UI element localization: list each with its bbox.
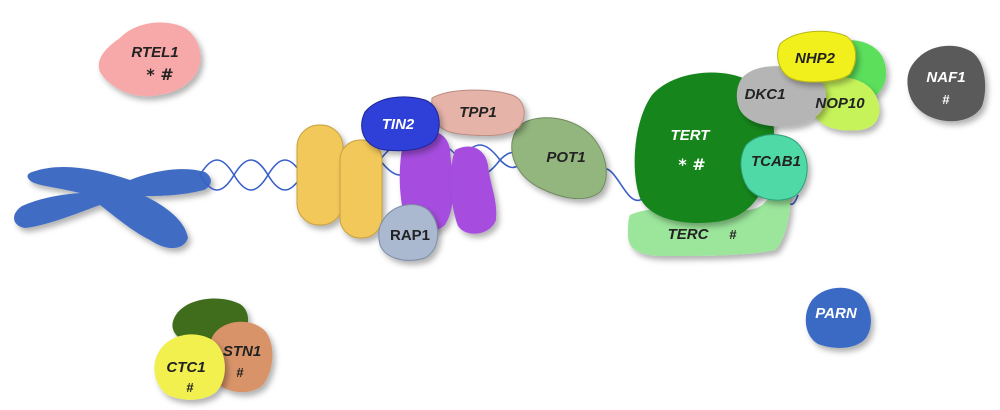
stn1-label: STN1 (223, 343, 261, 360)
rtel1-label: RTEL1 (131, 44, 178, 61)
naf1-shape (907, 45, 986, 122)
terc-label: TERC (668, 226, 710, 243)
tert-label: TERT (671, 127, 712, 144)
naf1-marks: # (942, 92, 950, 107)
tin2-label: TIN2 (382, 116, 415, 133)
tin2-shape (361, 96, 440, 152)
nhp2-shape (777, 30, 856, 83)
ctc1-label: CTC1 (166, 359, 205, 376)
nop10-shape (811, 77, 880, 131)
tcab1-label: TCAB1 (751, 153, 801, 170)
parn-label: PARN (815, 305, 858, 322)
rtel1-marks: * # (146, 65, 173, 84)
parn-shape (805, 287, 871, 348)
tpp1-label: TPP1 (459, 104, 497, 121)
pot1-label: POT1 (546, 149, 585, 166)
rap1-label: RAP1 (390, 227, 430, 244)
chromosome (14, 166, 211, 249)
naf1-label: NAF1 (926, 69, 965, 86)
ctc1-marks: # (186, 380, 194, 395)
pot1-shape (511, 117, 607, 200)
terc-shape (628, 190, 791, 256)
stn1-marks: # (236, 365, 244, 380)
dna-strand (199, 159, 303, 191)
tert-shape (634, 72, 775, 224)
tert-marks: * # (678, 155, 705, 174)
dna-strand (199, 159, 303, 191)
dkc1-label: DKC1 (745, 86, 786, 103)
nop10-label: NOP10 (815, 95, 865, 112)
ctc1-shape (154, 334, 225, 400)
rtel1-shape (98, 22, 201, 97)
tcab1-shape (740, 134, 808, 201)
rap1-shape (378, 204, 439, 261)
tpp1-shape (431, 89, 525, 137)
trf1-shape (296, 124, 344, 226)
trf2-shape (450, 146, 497, 234)
terc-marks: # (729, 227, 737, 242)
nhp2-label: NHP2 (795, 50, 836, 67)
trf1-shape (339, 139, 383, 239)
